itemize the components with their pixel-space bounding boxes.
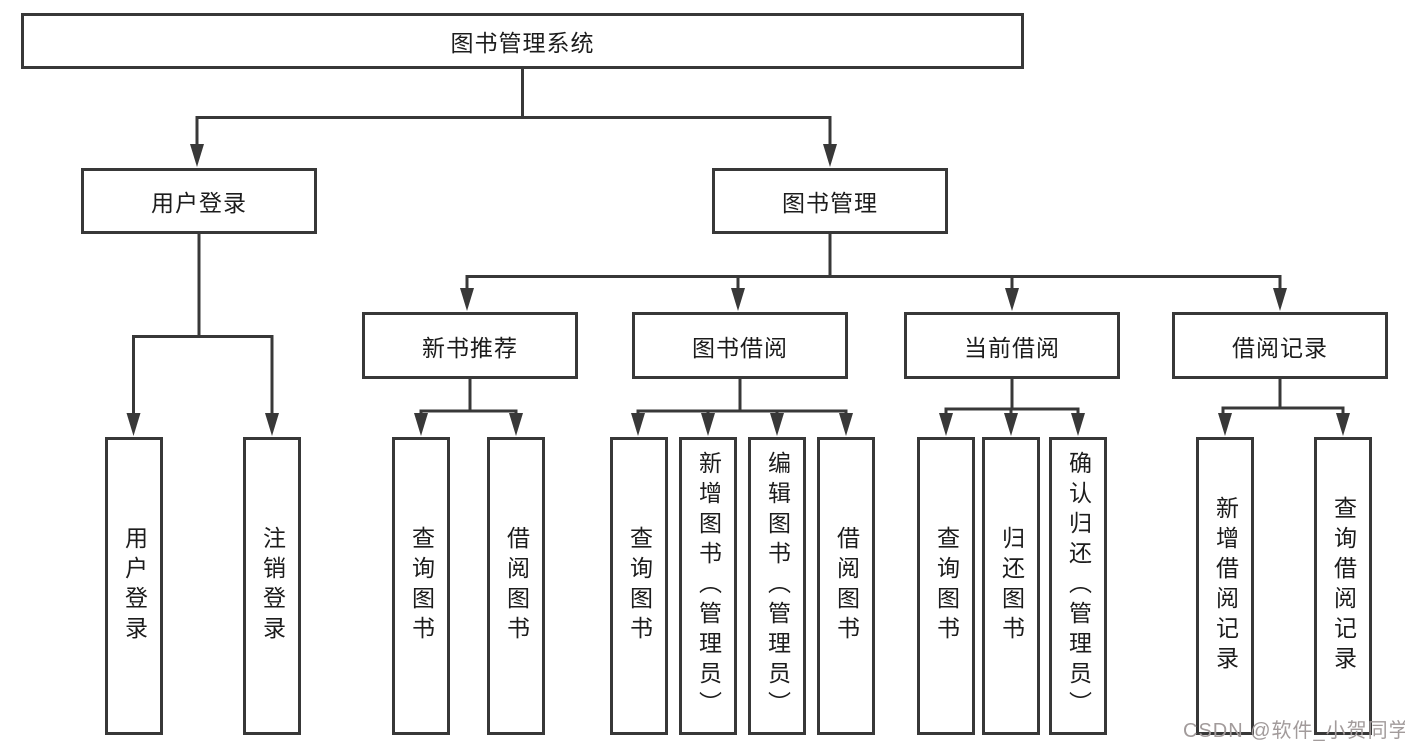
leaf-confirm-return-admin-label: 确认归还（管理员）: [1065, 451, 1092, 721]
leaf-search-borrow-record-label: 查询借阅记录: [1330, 496, 1357, 676]
leaf-edit-book-admin: 编辑图书（管理员）: [748, 437, 806, 735]
leaf-borrow-search-book-label: 查询图书: [626, 526, 653, 646]
node-user-login: 用户登录: [81, 168, 317, 234]
leaf-recommend-borrow-book-label: 借阅图书: [503, 526, 530, 646]
leaf-borrow-search-book: 查询图书: [610, 437, 668, 735]
leaf-recommend-search-book: 查询图书: [392, 437, 450, 735]
leaf-user-login-label: 用户登录: [121, 526, 148, 646]
node-new-book-recommend-label: 新书推荐: [422, 334, 518, 361]
leaf-logout-label: 注销登录: [259, 526, 286, 646]
leaf-recommend-borrow-book: 借阅图书: [487, 437, 545, 735]
node-current-borrow: 当前借阅: [904, 312, 1120, 379]
node-new-book-recommend: 新书推荐: [362, 312, 578, 379]
node-book-management: 图书管理: [712, 168, 948, 234]
node-borrow-record: 借阅记录: [1172, 312, 1388, 379]
leaf-current-search-book-label: 查询图书: [933, 526, 960, 646]
node-current-borrow-label: 当前借阅: [964, 334, 1060, 361]
leaf-add-borrow-record-label: 新增借阅记录: [1212, 496, 1239, 676]
csdn-watermark: CSDN @软件_小贺同学: [1183, 720, 1405, 742]
node-book-borrow: 图书借阅: [632, 312, 848, 379]
node-book-borrow-label: 图书借阅: [692, 334, 788, 361]
leaf-recommend-search-book-label: 查询图书: [408, 526, 435, 646]
node-root-system: 图书管理系统: [21, 13, 1024, 69]
leaf-search-borrow-record: 查询借阅记录: [1314, 437, 1372, 735]
leaf-add-borrow-record: 新增借阅记录: [1196, 437, 1254, 735]
leaf-edit-book-admin-label: 编辑图书（管理员）: [764, 451, 791, 721]
leaf-borrow-book: 借阅图书: [817, 437, 875, 735]
leaf-confirm-return-admin: 确认归还（管理员）: [1049, 437, 1107, 735]
leaf-borrow-book-label: 借阅图书: [833, 526, 860, 646]
node-root-label: 图书管理系统: [450, 30, 595, 56]
leaf-return-book: 归还图书: [982, 437, 1040, 735]
node-user-login-label: 用户登录: [151, 190, 247, 216]
leaf-add-book-admin-label: 新增图书（管理员）: [695, 451, 722, 721]
leaf-return-book-label: 归还图书: [998, 526, 1025, 646]
leaf-user-login: 用户登录: [105, 437, 163, 735]
arrowheads: [126, 144, 1350, 436]
node-book-management-label: 图书管理: [782, 190, 878, 216]
leaf-current-search-book: 查询图书: [917, 437, 975, 735]
leaf-add-book-admin: 新增图书（管理员）: [679, 437, 737, 735]
leaf-logout: 注销登录: [243, 437, 301, 735]
node-borrow-record-label: 借阅记录: [1232, 334, 1328, 361]
